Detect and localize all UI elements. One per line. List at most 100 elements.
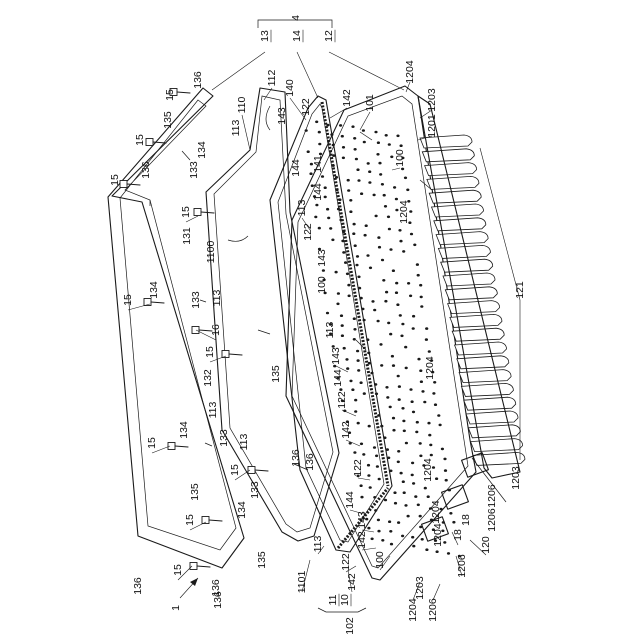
reference-numeral-113: 113 bbox=[230, 119, 242, 136]
vent-hole bbox=[324, 186, 327, 189]
vent-hole bbox=[380, 364, 383, 367]
vent-hole bbox=[419, 515, 422, 518]
vent-hole bbox=[379, 173, 382, 176]
reference-numeral-142: 142 bbox=[346, 573, 358, 591]
reference-numeral-12: 12 bbox=[323, 30, 335, 42]
vent-hole bbox=[356, 168, 359, 171]
reference-numeral-144: 144 bbox=[290, 159, 302, 177]
vent-hole bbox=[390, 543, 393, 546]
vent-hole bbox=[412, 327, 415, 330]
vent-hole bbox=[318, 227, 321, 230]
vent-hole bbox=[402, 420, 405, 423]
reference-numeral-135: 135 bbox=[270, 365, 282, 383]
reference-numeral-142: 142 bbox=[340, 421, 352, 439]
vent-hole bbox=[369, 267, 372, 270]
reference-numeral-122: 122 bbox=[352, 459, 364, 477]
vent-hole bbox=[389, 530, 392, 533]
vent-hole bbox=[380, 425, 383, 428]
bolt bbox=[168, 443, 188, 450]
reference-numeral-113: 113 bbox=[296, 199, 308, 216]
vent-hole bbox=[382, 279, 385, 282]
reference-numeral-15: 15 bbox=[229, 464, 241, 476]
vent-hole bbox=[371, 538, 374, 541]
vent-hole bbox=[368, 170, 371, 173]
vent-hole bbox=[404, 504, 407, 507]
vent-hole bbox=[401, 535, 404, 538]
vent-hole bbox=[342, 231, 345, 234]
reference-numeral-143: 143 bbox=[316, 249, 328, 267]
reference-numeral-122: 122 bbox=[300, 98, 312, 116]
reference-numeral-1206: 1206 bbox=[486, 508, 498, 532]
vent-hole bbox=[389, 470, 392, 473]
reference-numeral-1101: 1101 bbox=[296, 571, 308, 594]
reference-numeral-113: 113 bbox=[207, 401, 219, 418]
vent-hole bbox=[369, 486, 372, 489]
vent-hole bbox=[401, 407, 404, 410]
vent-hole bbox=[353, 223, 356, 226]
vent-hole bbox=[353, 317, 356, 320]
vent-hole bbox=[355, 158, 358, 161]
vent-hole bbox=[416, 421, 419, 424]
vent-hole bbox=[349, 199, 352, 202]
vent-hole bbox=[415, 431, 418, 434]
reference-numeral-112: 112 bbox=[266, 69, 278, 86]
vent-hole bbox=[410, 233, 413, 236]
vent-hole bbox=[340, 314, 343, 317]
reference-numeral-143: 143 bbox=[356, 511, 368, 529]
reference-numeral-135: 135 bbox=[189, 483, 201, 501]
vent-hole bbox=[417, 358, 420, 361]
vent-hole bbox=[343, 347, 346, 350]
reference-numeral-1204: 1204 bbox=[430, 500, 442, 524]
vent-hole bbox=[373, 496, 376, 499]
leader-line bbox=[358, 478, 370, 480]
reference-numeral-120: 120 bbox=[480, 536, 492, 554]
vent-hole bbox=[374, 383, 377, 386]
vent-hole bbox=[329, 227, 332, 230]
vent-hole bbox=[411, 462, 414, 465]
vent-hole bbox=[362, 453, 365, 456]
vent-hole bbox=[330, 133, 333, 136]
vent-hole bbox=[411, 474, 414, 477]
reference-numeral-15: 15 bbox=[184, 514, 196, 526]
vent-hole bbox=[386, 448, 389, 451]
vent-hole bbox=[377, 530, 380, 533]
reference-numeral-100: 100 bbox=[374, 551, 386, 569]
vent-hole bbox=[366, 254, 369, 257]
vent-hole bbox=[358, 287, 361, 290]
vent-hole bbox=[403, 491, 406, 494]
leader-line bbox=[342, 410, 356, 416]
vent-hole bbox=[366, 338, 369, 341]
vent-hole bbox=[326, 124, 329, 127]
reference-numeral-136: 136 bbox=[140, 161, 152, 179]
vent-hole bbox=[434, 403, 437, 406]
vent-hole bbox=[437, 414, 440, 417]
reference-numeral-133: 133 bbox=[190, 291, 202, 309]
vent-hole bbox=[392, 417, 395, 420]
vent-hole bbox=[346, 367, 349, 370]
vent-hole bbox=[420, 305, 423, 308]
vent-hole bbox=[425, 548, 428, 551]
leader-line bbox=[212, 52, 265, 90]
vent-hole bbox=[353, 328, 356, 331]
vent-hole bbox=[397, 450, 400, 453]
reference-numeral-1100: 1100 bbox=[205, 241, 217, 264]
vent-hole bbox=[435, 477, 438, 480]
vent-hole bbox=[395, 198, 398, 201]
vent-hole bbox=[351, 388, 354, 391]
vent-hole bbox=[373, 309, 376, 312]
vent-hole bbox=[392, 269, 395, 272]
vent-hole bbox=[315, 121, 318, 124]
reference-numeral-15: 15 bbox=[180, 206, 192, 218]
reference-numeral-121: 121 bbox=[514, 281, 526, 299]
vent-hole bbox=[332, 154, 335, 157]
vent-hole bbox=[383, 436, 386, 439]
reference-numeral-142: 142 bbox=[356, 531, 368, 549]
reference-1-arrow bbox=[180, 578, 198, 598]
reference-numeral-136: 136 bbox=[304, 453, 316, 471]
vent-hole bbox=[376, 153, 379, 156]
vent-hole bbox=[387, 457, 390, 460]
vent-hole bbox=[360, 192, 363, 195]
reference-numeral-134: 134 bbox=[178, 421, 190, 439]
reference-numeral-136: 136 bbox=[212, 591, 224, 609]
vent-hole bbox=[389, 248, 392, 251]
